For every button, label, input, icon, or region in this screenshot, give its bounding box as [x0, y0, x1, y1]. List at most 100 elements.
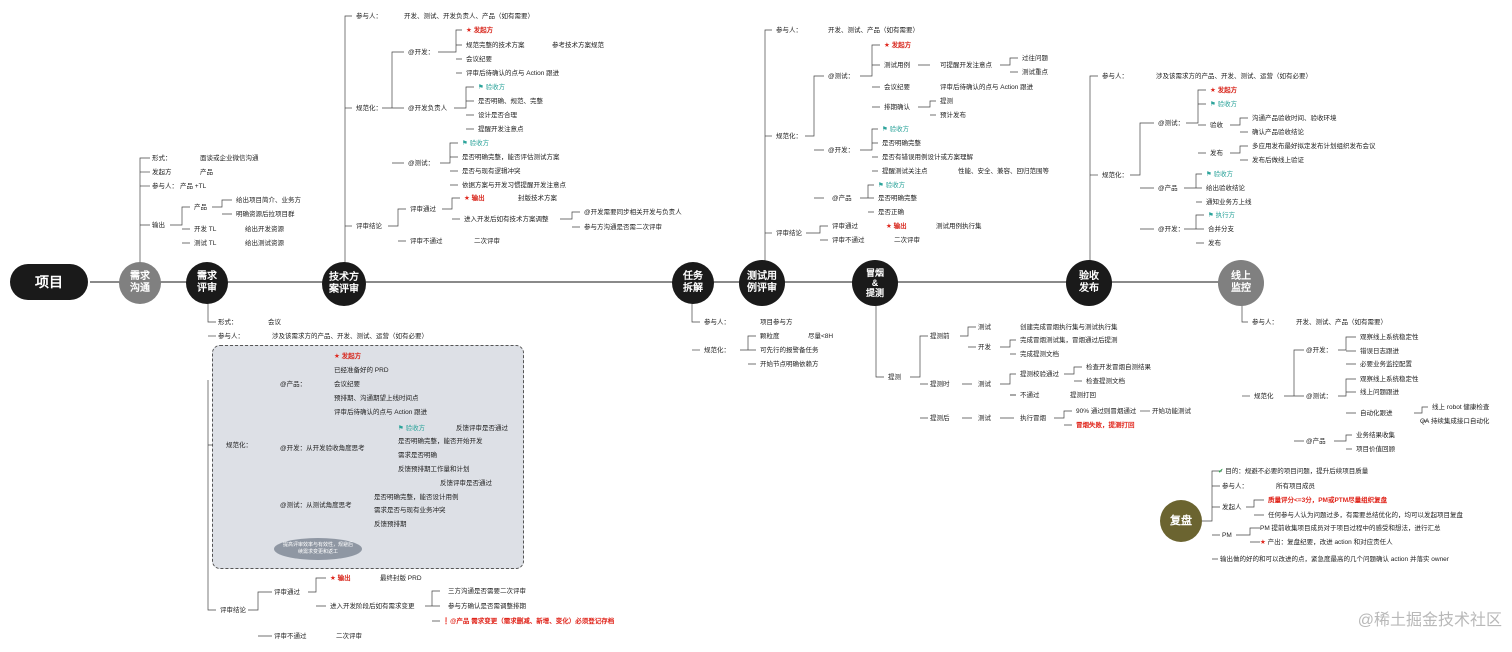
- s7-v2: 发布: [1208, 240, 1221, 247]
- star-icon: ★: [464, 195, 470, 202]
- s6-pre-test-v: 创建完成冒烟执行集与测试执行集: [1020, 324, 1118, 331]
- s2-bubble: 提高评审效率与有效性，规避后续需求变更和返工: [274, 538, 362, 560]
- s5-test: @测试：: [828, 73, 855, 80]
- s5-dev: @开发：: [828, 147, 855, 154]
- s3-t1: 是否明确完整，能否评估测试方案: [462, 154, 560, 161]
- s1-o3-key: 测试 TL: [194, 240, 217, 247]
- s1-init-val: 产品: [200, 169, 213, 176]
- s1-part-val: 产品 +TL: [180, 183, 207, 190]
- s1-part-key: 参与人：: [152, 183, 178, 190]
- review-i1: 质量评分<=3分，PM或PTM尽量组织复盘: [1268, 497, 1388, 504]
- stage-node-5[interactable]: 测试用 例评审: [739, 260, 785, 306]
- s2-d4: 反馈预排期工作量和计划: [398, 466, 470, 473]
- s8-t3b: QA 持续集成接口自动化: [1420, 418, 1490, 425]
- s1-init-key: 发起方: [152, 169, 172, 176]
- s7-t1: ⚑ 验收方: [1210, 100, 1237, 109]
- root-node[interactable]: 项目: [10, 264, 88, 300]
- s3-d1b: 参考技术方案规范: [552, 42, 604, 49]
- s5-t3: 排期确认: [884, 104, 910, 111]
- stage-node-1[interactable]: 需求 沟通: [119, 262, 161, 304]
- s8-part-val: 开发、测试、产品（如有需要）: [1296, 319, 1387, 326]
- s3-fail-v: 二次评审: [474, 238, 500, 245]
- s6-m1: 提测校验通过: [1020, 371, 1059, 378]
- s5-p1: 是否明确完整: [878, 195, 917, 202]
- review-node[interactable]: 复盘: [1160, 500, 1202, 542]
- s3-c1: @开发需要同步相关开发与负责人: [584, 209, 682, 216]
- s3-pass: 评审通过: [410, 206, 436, 213]
- s2-t2: 需求是否与现有业务冲突: [374, 507, 446, 514]
- s5-fail: 评审不通过: [832, 237, 865, 244]
- s5-t2: 会议纪要: [884, 84, 910, 91]
- s7-r2: 发布后做线上验证: [1252, 157, 1304, 164]
- s2-out: ★ 输出: [330, 574, 351, 583]
- s3-dev: @开发：: [408, 49, 435, 56]
- s5-fail-v: 二次评审: [894, 237, 920, 244]
- s5-conc: 评审结论: [776, 230, 802, 237]
- s2-t1b: 反馈评审是否通过: [440, 480, 492, 487]
- review-pm2: ★ 产出：复盘纪要，改进 action 和对应责任人: [1260, 538, 1393, 547]
- s3-out-text: 输出: [471, 195, 485, 202]
- stage-node-3[interactable]: 技术方 案评审: [322, 262, 366, 306]
- s2-d1b: 反馈评审是否通过: [456, 425, 508, 432]
- s8-t1: 观察线上系统稳定性: [1360, 376, 1419, 383]
- s5-part-val: 开发、测试、产品（如有需要）: [828, 27, 919, 34]
- stage-node-2[interactable]: 需求 评审: [186, 262, 228, 304]
- s2-fail: 评审不通过: [274, 633, 307, 640]
- s3-d0-text: 发起方: [473, 27, 494, 34]
- stage-node-6[interactable]: 冒烟 & 提测: [852, 260, 898, 306]
- s7-v1: 合并分支: [1208, 226, 1234, 233]
- review-pm2-text: 产出：复盘纪要，改进 action 和对应责任人: [1267, 539, 1393, 546]
- s4-n3: 开始节点明确依赖方: [760, 361, 819, 368]
- review-pm-key: PM: [1222, 532, 1232, 539]
- s7-t1-text: 验收方: [1217, 101, 1238, 108]
- s2-d2: 是否明确完整，能否开始开发: [398, 438, 483, 445]
- s6-m2: 不通过: [1020, 392, 1040, 399]
- s3-l1: 是否明确、规范、完整: [478, 98, 543, 105]
- s8-d1: 观察线上系统稳定性: [1360, 334, 1419, 341]
- star-icon: ★: [466, 27, 472, 34]
- s3-chg: 进入开发后如有技术方案调整: [464, 216, 549, 223]
- s6-pre-dev-v1: 完成冒烟测试集，冒烟通过后提测: [1020, 337, 1118, 344]
- s2-c3: ❗@产品 需求变更（需求删减、新增、变化）必须登记存档: [442, 617, 614, 626]
- review-part-key: 参与人：: [1222, 483, 1248, 490]
- alert-icon: ❗: [442, 618, 451, 625]
- s7-t0: ★ 发起方: [1210, 86, 1237, 95]
- s2-bubble-text: 提高评审效率与有效性，规避后续需求变更和返工: [282, 542, 353, 555]
- s7-p2: 通知业务方上线: [1206, 199, 1252, 206]
- stage-node-7[interactable]: 验收 发布: [1066, 260, 1112, 306]
- s5-t0: ★ 发起方: [884, 41, 911, 50]
- s6-pre-dev: 开发: [978, 344, 991, 351]
- s6-e2: 冒烟失败，提测打回: [1076, 422, 1135, 429]
- s7-p1: 给出验收结论: [1206, 185, 1245, 192]
- stage-node-4[interactable]: 任务 拆解: [672, 262, 714, 304]
- s5-t1b: 可提醒开发注意点: [940, 62, 992, 69]
- s2-part-val: 涉及该需求方的产品、开发、测试、运营（如有必要）: [272, 333, 428, 340]
- s1-form-val: 面谈或企业微信沟通: [200, 155, 259, 162]
- s8-p2: 项目价值回顾: [1356, 446, 1395, 453]
- s3-lead: @开发负责人: [408, 105, 448, 112]
- review-i2: 任何参与人认为问题过多，有需要总结优化的，均可以发起项目复盘: [1268, 512, 1463, 519]
- s6-mid: 提测时: [930, 381, 950, 388]
- s5-d3b: 性能、安全、兼容、回归范围等: [958, 168, 1049, 175]
- s3-t2: 是否与现有逻辑冲突: [462, 168, 521, 175]
- s3-l0: ⚑ 验收方: [478, 83, 505, 92]
- s6-m1b: 检查提测文档: [1086, 378, 1125, 385]
- s7-acc: 验收: [1210, 122, 1223, 129]
- s5-t1d: 测试重点: [1022, 69, 1048, 76]
- s2-conc: 评审结论: [220, 607, 246, 614]
- s3-t0-text: 验收方: [469, 140, 490, 147]
- stage-node-8[interactable]: 线上 监控: [1218, 260, 1264, 306]
- s8-t3: 自动化跟进: [1360, 410, 1393, 417]
- s7-dev: @开发：: [1158, 226, 1185, 233]
- s2-p3: 会议纪要: [334, 381, 360, 388]
- s7-prod: @产品: [1158, 185, 1178, 192]
- s2-t3: 反馈预排期: [374, 521, 407, 528]
- s6-post: 提测后: [930, 415, 950, 422]
- star-icon: ★: [886, 223, 892, 230]
- flag-icon: ⚑: [882, 126, 888, 133]
- s1-o1-v2: 明确资源后拉项目群: [236, 211, 295, 218]
- s3-d1: 规范完整的技术方案: [466, 42, 525, 49]
- flag-icon: ⚑: [1206, 171, 1212, 178]
- s7-rel: 发布: [1210, 150, 1223, 157]
- s2-d3: 需求是否明确: [398, 452, 437, 459]
